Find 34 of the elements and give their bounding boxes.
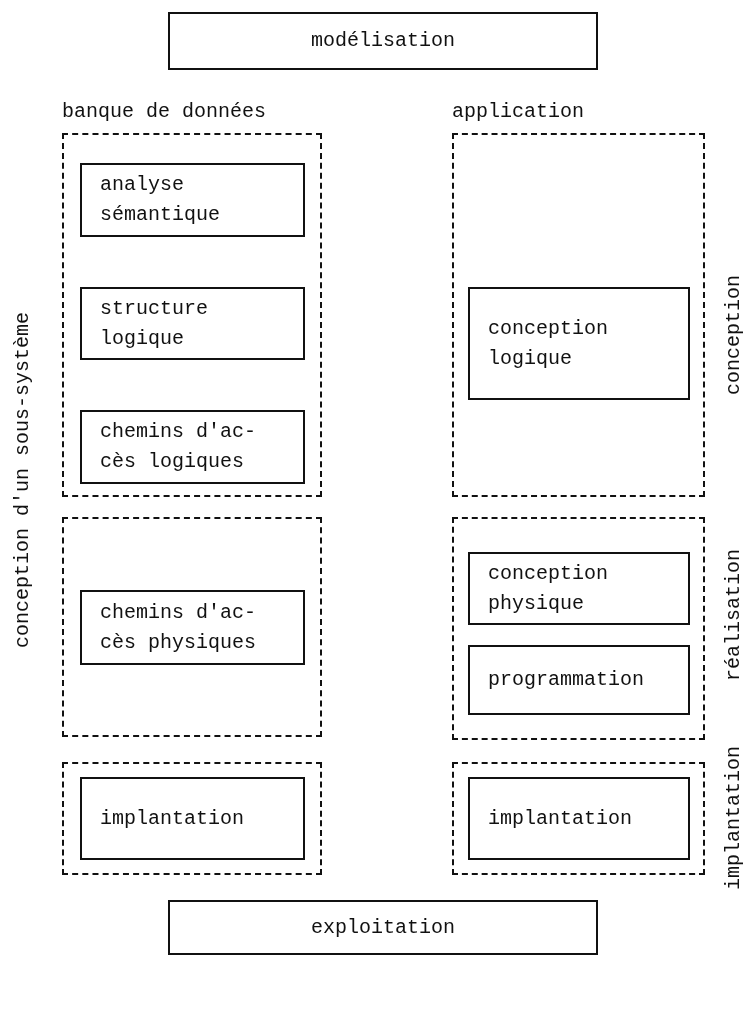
box-label: modélisation [311, 28, 455, 54]
box-label: analyse sémantique [100, 172, 222, 228]
process-box [468, 645, 690, 715]
phase-label: réalisation [721, 549, 745, 681]
box-label: implantation [100, 805, 246, 832]
side-label: conception d'un sous-système [10, 311, 34, 649]
box-label: structure logique [100, 295, 210, 352]
process-box [468, 552, 690, 625]
column-heading: banque de données [62, 100, 267, 123]
box-label: chemins d'ac- cès physiques [100, 599, 258, 656]
process-box [80, 287, 305, 360]
box-label: conception logique [488, 315, 610, 372]
phase-label: conception [721, 275, 745, 395]
process-box [80, 163, 305, 237]
box-label: exploitation [311, 914, 455, 941]
box-label: implantation [488, 805, 634, 832]
dashed-group [62, 100, 322, 497]
box-label: conception physique [488, 560, 610, 617]
process-box [168, 900, 598, 955]
box-label: programmation [488, 667, 646, 693]
phase-label: implantation [721, 746, 745, 890]
box-label: chemins d'ac- cès logiques [100, 419, 258, 475]
dashed-group [452, 517, 705, 740]
process-box [80, 410, 305, 484]
process-box [468, 287, 690, 400]
dashed-group [62, 762, 322, 875]
dashed-group [452, 762, 705, 875]
column-heading: application [452, 100, 585, 123]
process-box [168, 12, 598, 70]
dashed-group [62, 517, 322, 737]
dashed-group [452, 100, 705, 497]
process-box [468, 777, 690, 860]
process-box [80, 590, 305, 665]
process-box [80, 777, 305, 860]
